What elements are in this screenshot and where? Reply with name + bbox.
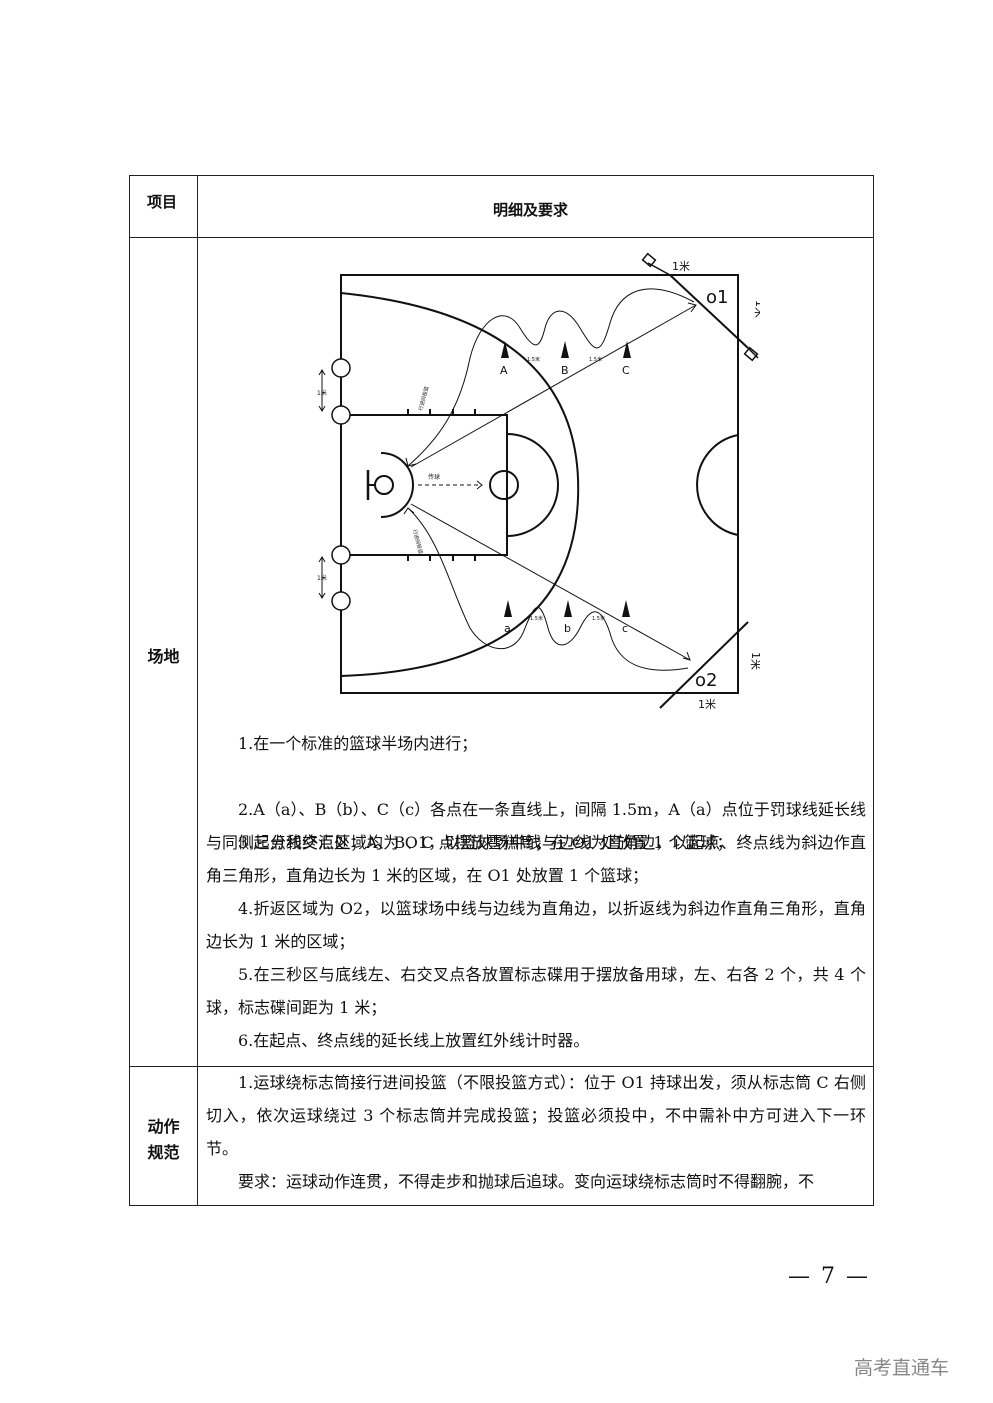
requirements-table: 项目 明细及要求 场地 — [129, 175, 874, 1206]
path-label-lower: 行进间投篮 — [411, 529, 424, 555]
row-divider — [130, 1066, 873, 1067]
court-outline — [340, 274, 739, 694]
timer-sensor — [641, 252, 657, 268]
restricted-arc — [380, 452, 414, 518]
cone-C — [623, 341, 631, 358]
court-diagram: 1米 1米 1米 1米 o1 o2 1米 1米 A B C 1.5米 1.5米 — [317, 252, 760, 711]
pass-label: 传球 — [428, 473, 440, 481]
cones-lower — [504, 600, 630, 617]
turn-area-label: o2 — [695, 670, 717, 691]
marker-discs — [331, 358, 351, 611]
center-circle — [696, 434, 739, 536]
turn-line — [659, 621, 749, 709]
cone-b — [564, 600, 572, 617]
side-dim-label: 1米 — [317, 389, 327, 397]
o1-dim-side: 1米 — [753, 300, 760, 318]
cone-label-B: B — [561, 364, 569, 377]
pass-line-lower — [410, 503, 691, 661]
header-divider — [130, 237, 873, 238]
lane-marks — [407, 409, 476, 561]
basket — [374, 475, 394, 495]
marker-disc — [331, 545, 351, 565]
row-label-venue: 场地 — [147, 647, 180, 666]
action-paragraph-1: 1.运球绕标志筒接行进间投篮（不限投篮方式）：位于 O1 持球出发，须从标志筒 … — [206, 1073, 866, 1158]
cone-label-a: a — [504, 622, 511, 635]
dimension-arrows — [318, 369, 326, 599]
side-dim-label: 1米 — [317, 574, 327, 582]
three-point-arc — [340, 292, 580, 677]
cone-label-A: A — [500, 364, 508, 377]
marker-disc — [331, 405, 351, 425]
spacing-label: 1.5米 — [589, 356, 602, 363]
o2-dim-side: 1米 — [749, 652, 760, 670]
spacing-label: 1.5米 — [592, 615, 605, 622]
start-area-label: o1 — [706, 287, 728, 308]
cone-a — [504, 600, 512, 617]
cone-label-C: C — [622, 364, 630, 377]
venue-paragraph-3: 3.起点和终点区域均为 O1，以篮球场中线与边线为直角边，以起点、终点线为斜边作… — [206, 833, 866, 885]
header-item: 项目 — [147, 193, 178, 211]
cone-label-b: b — [564, 622, 571, 635]
o1-dim-top: 1米 — [672, 260, 690, 273]
lower-dribble-path — [407, 507, 689, 671]
row-label-action-line2: 规范 — [147, 1143, 180, 1162]
header-details: 明细及要求 — [493, 201, 569, 219]
cone-B — [561, 341, 569, 358]
venue-paragraph-5: 5.在三秒区与底线左、右交叉点各放置标志碟用于摆放备用球，左、右各 2 个，共 … — [206, 965, 866, 1017]
start-line — [669, 274, 749, 349]
path-label-upper: 行进间投篮 — [417, 386, 430, 412]
cone-A — [501, 341, 509, 358]
spacing-label: 1.5米 — [530, 615, 543, 622]
venue-paragraph-2: 2.A（a）、B（b）、C（c）各点在一条直线上，间隔 1.5m，A（a）点位于… — [206, 800, 866, 852]
page-number: — 7 — — [788, 1264, 870, 1289]
watermark: 高考直通车 — [854, 1357, 950, 1379]
spacing-label: 1.5米 — [527, 356, 540, 363]
row-label-action-line1: 动作 — [147, 1117, 180, 1136]
venue-paragraph-1: 1.在一个标准的篮球半场内进行； — [238, 734, 478, 753]
cone-label-c: c — [622, 622, 628, 635]
marker-disc — [331, 591, 351, 611]
free-throw-arc — [506, 433, 559, 537]
row-label-action: 动作 规范 — [130, 1114, 197, 1166]
cones-upper — [501, 341, 631, 358]
action-paragraph-2: 要求：运球动作连贯，不得走步和抛球后追球。变向运球绕标志筒时不得翻腕，不 — [238, 1172, 815, 1191]
timer-sensor — [743, 346, 759, 362]
column-divider — [197, 176, 198, 1205]
upper-dribble-path — [407, 288, 695, 467]
dribble-paths — [403, 288, 697, 671]
venue-paragraph-6: 6.在起点、终点线的延长线上放置红外线计时器。 — [238, 1031, 590, 1050]
free-throw-circle — [489, 470, 519, 500]
pass-line-upper — [410, 304, 697, 468]
o2-dim-bottom: 1米 — [698, 698, 716, 711]
marker-disc — [331, 358, 351, 378]
cone-c — [622, 600, 630, 617]
venue-paragraph-4: 4.折返区域为 O2，以篮球场中线与边线为直角边，以折返线为斜边作直角三角形，直… — [206, 899, 866, 951]
free-throw-lane — [340, 414, 508, 556]
